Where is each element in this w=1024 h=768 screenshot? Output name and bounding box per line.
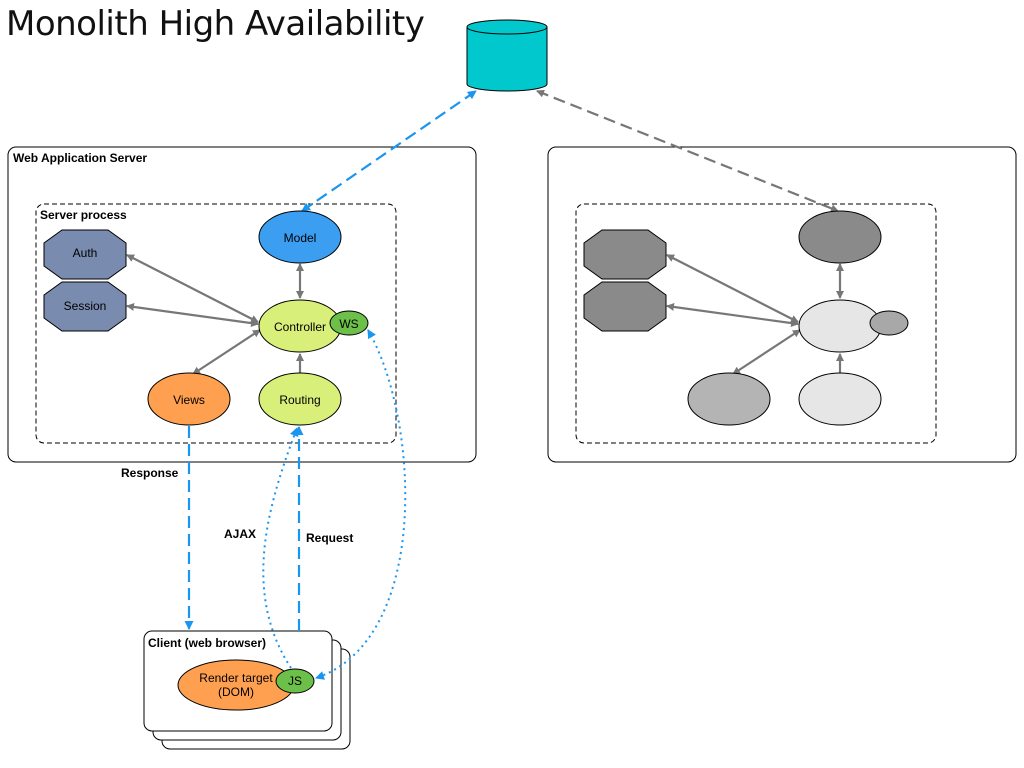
database-icon	[466, 19, 548, 92]
replica-ws-node	[869, 310, 909, 336]
ws-label: WS	[339, 317, 358, 331]
model-node	[258, 210, 342, 264]
request-label: Request	[306, 531, 353, 545]
model-database-arrow	[301, 90, 477, 212]
auth-node	[43, 229, 127, 280]
replica-auth-node	[583, 229, 667, 280]
replica-database-arrow	[536, 89, 839, 213]
session-label: Session	[64, 299, 107, 313]
replica-routing-node	[798, 372, 882, 426]
websocket-arrow	[315, 329, 407, 680]
internal-arrows	[126, 254, 304, 375]
auth-label: Auth	[73, 246, 98, 260]
routing-label: Routing	[279, 393, 320, 407]
ajax-label: AJAX	[224, 527, 256, 541]
response-label: Response	[121, 466, 179, 480]
views-node	[147, 372, 231, 426]
replica-model-node	[798, 210, 882, 264]
replica-views-node	[687, 372, 771, 426]
model-label: Model	[284, 231, 317, 245]
render-target-label-line2: (DOM)	[218, 685, 254, 699]
replica-arrows	[666, 254, 844, 375]
page-title: Monolith High Availability	[6, 4, 425, 44]
js-node	[275, 668, 315, 694]
replica-session-node	[583, 281, 667, 332]
server-process-label: Server process	[40, 208, 127, 222]
server-process-box	[35, 203, 397, 444]
views-label: Views	[173, 393, 205, 407]
replica-controller-node	[798, 299, 882, 353]
controller-label: Controller	[274, 320, 326, 334]
client-label: Client (web browser)	[148, 636, 266, 650]
render-target-label-line1: Render target	[199, 671, 273, 685]
ajax-arrow	[262, 427, 299, 669]
web-application-server-box	[7, 146, 477, 463]
session-node	[43, 281, 127, 332]
web-application-server-label: Web Application Server	[13, 151, 147, 165]
js-label: JS	[288, 674, 302, 688]
